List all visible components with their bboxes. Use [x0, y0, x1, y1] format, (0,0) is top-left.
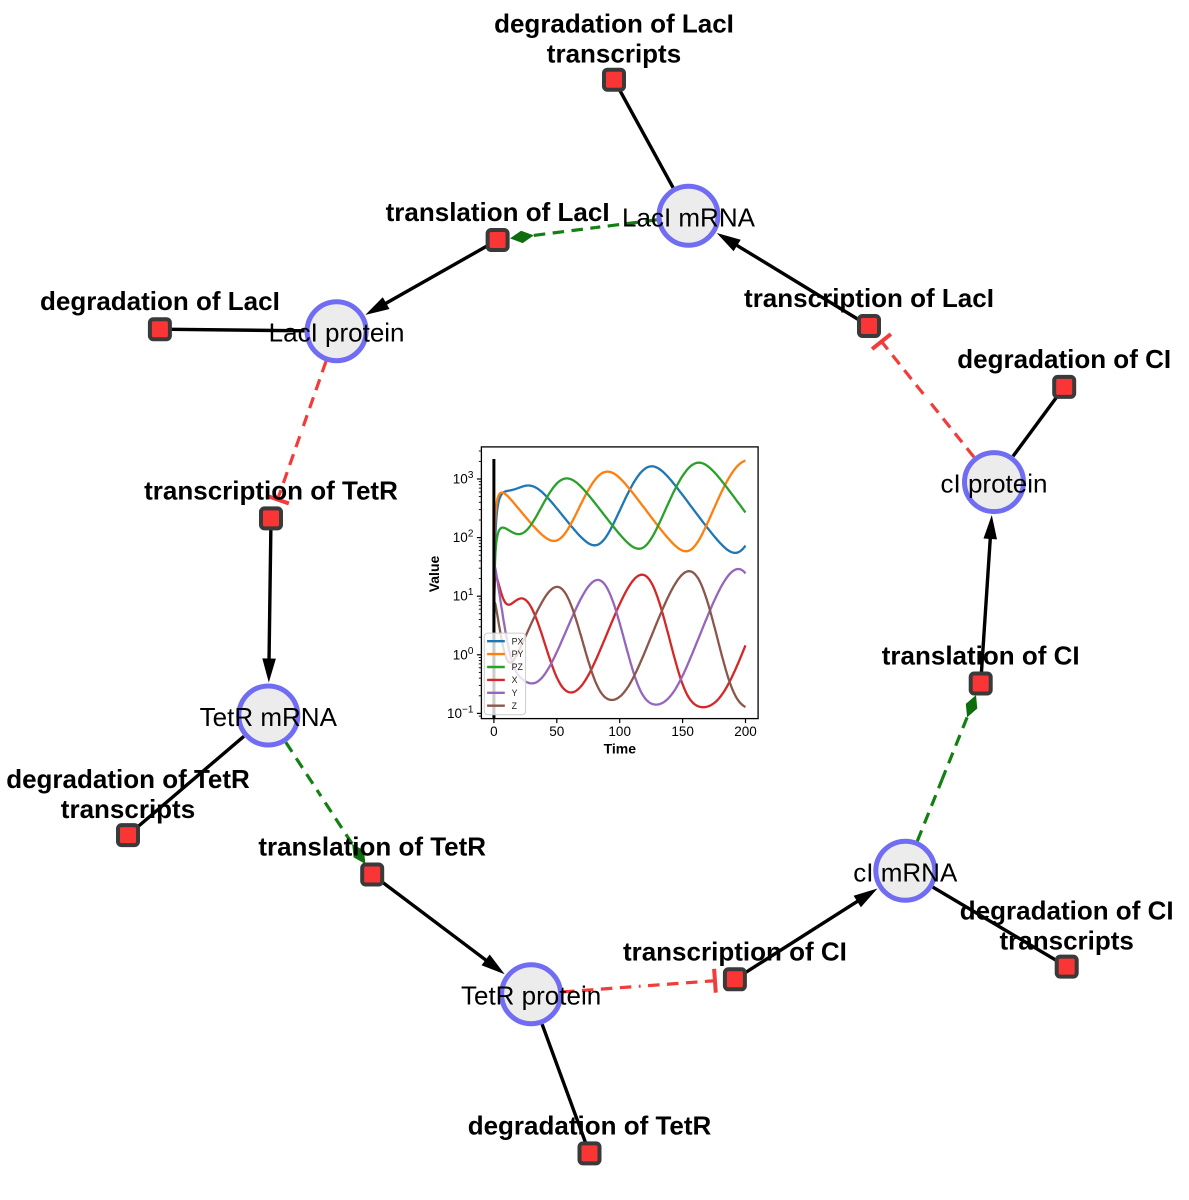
- svg-text:degradation of LacI: degradation of LacI: [494, 9, 734, 39]
- svg-text:50: 50: [549, 724, 564, 739]
- svg-text:transcripts: transcripts: [1000, 926, 1134, 956]
- svg-text:transcription of CI: transcription of CI: [623, 936, 847, 966]
- svg-text:translation of LacI: translation of LacI: [386, 197, 610, 227]
- svg-text:PY: PY: [512, 649, 524, 659]
- svg-text:translation of TetR: translation of TetR: [258, 832, 486, 862]
- svg-text:TetR protein: TetR protein: [461, 981, 601, 1011]
- svg-text:degradation of CI: degradation of CI: [960, 896, 1174, 926]
- svg-text:LacI mRNA: LacI mRNA: [622, 202, 756, 232]
- svg-text:cI protein: cI protein: [941, 469, 1048, 499]
- svg-text:degradation of LacI: degradation of LacI: [40, 286, 280, 316]
- svg-text:translation of CI: translation of CI: [882, 641, 1080, 671]
- svg-text:TetR mRNA: TetR mRNA: [200, 702, 338, 732]
- svg-text:PZ: PZ: [512, 662, 524, 672]
- svg-text:PX: PX: [512, 636, 524, 646]
- svg-text:200: 200: [734, 724, 757, 739]
- svg-text:transcription of LacI: transcription of LacI: [744, 283, 994, 313]
- svg-text:X: X: [512, 675, 518, 685]
- svg-text:Time: Time: [604, 740, 637, 756]
- svg-text:Value: Value: [426, 556, 442, 593]
- svg-text:0: 0: [490, 724, 498, 739]
- svg-text:Y: Y: [512, 688, 518, 698]
- svg-text:degradation of TetR: degradation of TetR: [6, 764, 250, 794]
- svg-text:100: 100: [608, 724, 631, 739]
- svg-text:LacI protein: LacI protein: [269, 318, 405, 348]
- svg-text:transcripts: transcripts: [61, 794, 195, 824]
- svg-text:cI mRNA: cI mRNA: [853, 857, 958, 887]
- svg-text:Z: Z: [512, 701, 518, 711]
- svg-text:degradation of CI: degradation of CI: [957, 344, 1171, 374]
- svg-text:degradation of TetR: degradation of TetR: [468, 1110, 712, 1140]
- svg-text:transcription of TetR: transcription of TetR: [144, 475, 398, 505]
- svg-text:150: 150: [671, 724, 694, 739]
- svg-text:transcripts: transcripts: [547, 39, 681, 69]
